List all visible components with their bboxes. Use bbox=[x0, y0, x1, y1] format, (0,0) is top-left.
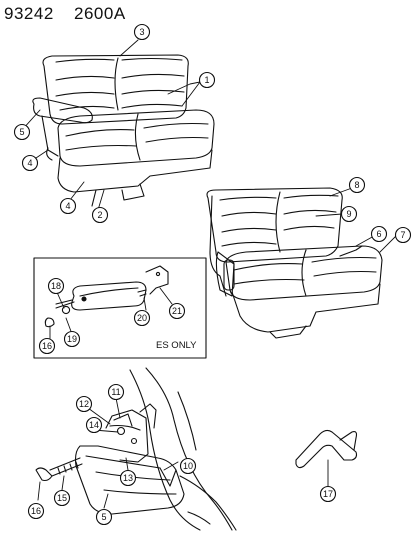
callout-15: 15 bbox=[57, 493, 67, 503]
callout-circle bbox=[91, 206, 109, 224]
callout-12: 12 bbox=[79, 399, 89, 409]
callout-circle bbox=[348, 176, 366, 194]
callout-3: 3 bbox=[139, 27, 144, 37]
callout-16-inset: 16 bbox=[42, 341, 52, 351]
callout-13: 13 bbox=[123, 473, 133, 483]
callout-17: 17 bbox=[323, 489, 333, 499]
callout-1: 1 bbox=[204, 75, 209, 85]
callout-circle bbox=[340, 205, 358, 223]
callout-10: 10 bbox=[183, 461, 193, 471]
callout-circle bbox=[319, 485, 337, 503]
callout-circle bbox=[95, 508, 113, 526]
callout-circle bbox=[13, 123, 31, 141]
callout-circle bbox=[133, 23, 151, 41]
callout-circle bbox=[38, 337, 56, 355]
callout-circle bbox=[370, 225, 388, 243]
inset-note: ES ONLY bbox=[156, 340, 197, 351]
callout-circle bbox=[59, 197, 77, 215]
callout-7: 7 bbox=[400, 230, 405, 240]
callout-circle bbox=[179, 457, 197, 475]
callout-8: 8 bbox=[354, 180, 359, 190]
inset-frame bbox=[33, 257, 207, 359]
callout-circle bbox=[133, 309, 151, 327]
callout-19: 19 bbox=[67, 334, 77, 344]
callout-circle bbox=[47, 277, 65, 295]
diagram-code: 2600A bbox=[74, 4, 126, 23]
leader-lines bbox=[21, 39, 397, 509]
callout-circle bbox=[107, 383, 125, 401]
callout-circle bbox=[198, 71, 216, 89]
callout-4: 4 bbox=[27, 158, 32, 168]
callout-6: 6 bbox=[376, 229, 381, 239]
bench-seat-front bbox=[32, 54, 215, 207]
callout-circle bbox=[75, 395, 93, 413]
callout-9: 9 bbox=[346, 209, 351, 219]
callout-21: 21 bbox=[172, 306, 182, 316]
figure-number: 93242 bbox=[4, 4, 54, 23]
callout-circle bbox=[85, 416, 103, 434]
callout-5-lower: 5 bbox=[101, 512, 106, 522]
bench-seat-rear bbox=[206, 187, 383, 339]
part-17-trim bbox=[295, 429, 358, 469]
callout-4-lower: 4 bbox=[65, 201, 70, 211]
callout-16: 16 bbox=[31, 506, 41, 516]
callout-circle bbox=[21, 154, 39, 172]
callout-5: 5 bbox=[19, 127, 24, 137]
callout-circle bbox=[168, 302, 186, 320]
callout-18: 18 bbox=[51, 281, 61, 291]
callout-circle bbox=[63, 330, 81, 348]
callout-14: 14 bbox=[89, 420, 99, 430]
callout-circle bbox=[394, 226, 412, 244]
armrest-install-detail bbox=[35, 367, 237, 531]
callout-circle bbox=[119, 469, 137, 487]
callout-11: 11 bbox=[111, 387, 120, 397]
callout-2: 2 bbox=[97, 210, 102, 220]
callout-circle bbox=[27, 502, 45, 520]
callout-20: 20 bbox=[137, 313, 147, 323]
callout-circle bbox=[53, 489, 71, 507]
